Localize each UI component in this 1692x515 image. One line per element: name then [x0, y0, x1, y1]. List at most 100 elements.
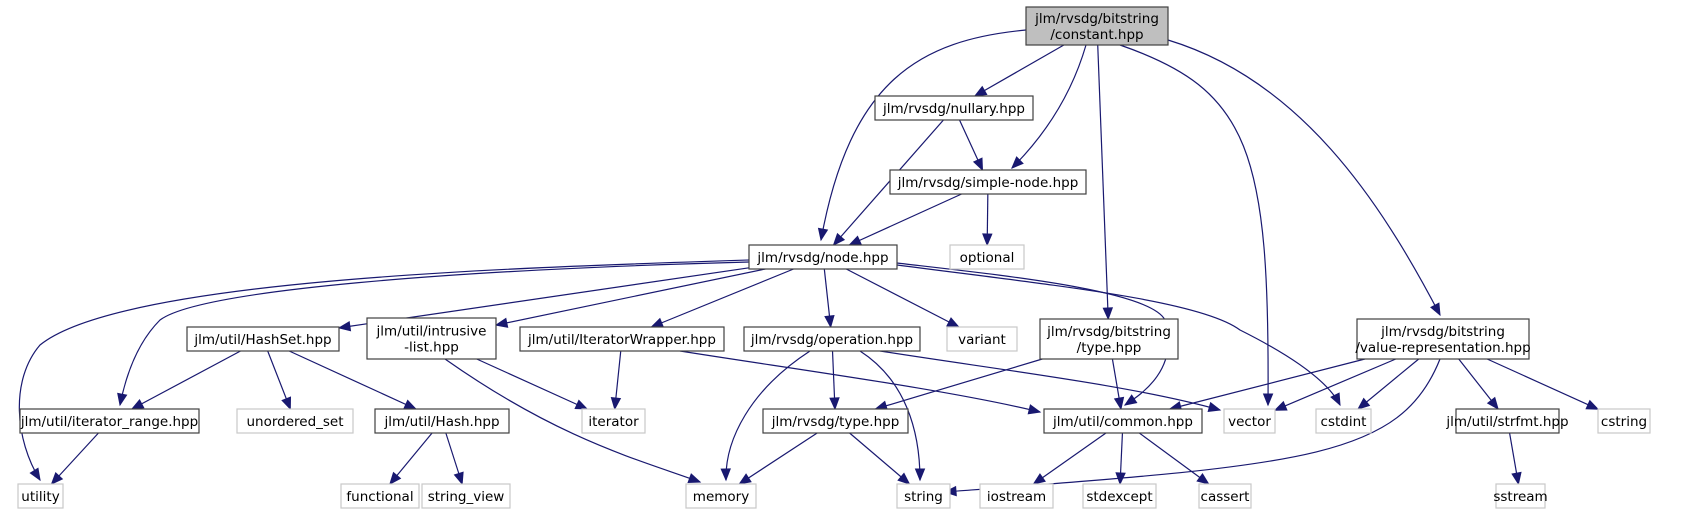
- node-label: jlm/rvsdg/bitstring: [1034, 11, 1159, 27]
- node-box: [1025, 6, 1169, 46]
- node-box: [743, 326, 921, 352]
- arrowhead-icon: [817, 227, 829, 242]
- edge-line: [1011, 44, 1087, 169]
- arrowhead-icon: [1585, 399, 1600, 410]
- edge-common-to-cassert: [1138, 432, 1210, 485]
- node-node[interactable]: jlm/rvsdg/node.hpp: [748, 244, 898, 270]
- node-variant: variant: [946, 326, 1018, 352]
- node-box: [889, 169, 1087, 195]
- edge-line: [1033, 432, 1107, 485]
- node-box: [236, 408, 354, 434]
- node-value-repr[interactable]: jlm/rvsdg/bitstring/value-representation…: [1355, 318, 1531, 360]
- edge-value_repr-to-vector: [1273, 358, 1397, 411]
- node-label: iostream: [987, 489, 1046, 505]
- edge-constant-to-nullary: [973, 44, 1065, 97]
- node-label: unordered_set: [246, 414, 343, 430]
- node-rvsdg-type[interactable]: jlm/rvsdg/type.hpp: [762, 408, 909, 434]
- edge-line: [833, 119, 944, 246]
- nodes-layer: jlm/rvsdg/bitstring/constant.hppjlm/rvsd…: [17, 6, 1651, 509]
- edge-line: [679, 350, 1041, 413]
- node-box: [1223, 408, 1276, 434]
- arrowhead-icon: [50, 471, 64, 485]
- edge-line: [896, 264, 1341, 406]
- edge-line: [1486, 358, 1599, 410]
- node-strfmt[interactable]: jlm/util/strfmt.hpp: [1445, 408, 1569, 434]
- edge-constant-to-value_repr: [1167, 39, 1441, 317]
- edge-constant-to-simple_node: [1011, 44, 1087, 169]
- node-box: [1198, 483, 1252, 509]
- edge-rvsdg_type-to-string: [849, 432, 911, 485]
- node-label: jlm/rvsdg/type.hpp: [771, 414, 900, 430]
- node-memory: memory: [685, 483, 757, 509]
- edge-iterator_wrapper-to-common: [679, 350, 1042, 415]
- node-label: cstring: [1601, 414, 1647, 430]
- node-iostream: iostream: [979, 483, 1054, 509]
- edge-constant-to-bit_type: [1097, 44, 1114, 321]
- arrowhead-icon: [832, 232, 846, 246]
- node-label: jlm/util/HashSet.hpp: [193, 332, 331, 348]
- edge-bit_type-to-common: [1111, 358, 1125, 411]
- edge-line: [1138, 432, 1210, 485]
- node-intrusive-list[interactable]: jlm/util/intrusive-list.hpp: [366, 317, 497, 360]
- node-hash[interactable]: jlm/util/Hash.hpp: [374, 408, 510, 434]
- node-iterator-wrapper[interactable]: jlm/util/IteratorWrapper.hpp: [519, 326, 725, 352]
- edge-nullary-to-simple_node: [958, 119, 984, 172]
- node-label: cassert: [1201, 489, 1250, 505]
- edge-line: [131, 350, 241, 410]
- edge-value_repr-to-cstdint: [1357, 358, 1420, 410]
- arrowhead-icon: [1273, 400, 1288, 411]
- edge-line: [879, 350, 1221, 411]
- edge-strfmt-to-sstream: [1508, 432, 1522, 486]
- node-iterator-range[interactable]: jlm/util/iterator_range.hpp: [19, 408, 200, 434]
- node-sstream: sstream: [1493, 483, 1548, 509]
- node-vector: vector: [1223, 408, 1276, 434]
- node-label: string_view: [428, 489, 505, 505]
- node-simple-node[interactable]: jlm/rvsdg/simple-node.hpp: [889, 169, 1087, 195]
- edge-hash-to-string_view: [445, 432, 464, 486]
- node-box: [1043, 408, 1203, 434]
- arrowhead-icon: [130, 398, 145, 410]
- node-functional: functional: [340, 483, 420, 509]
- edge-constant-to-node: [817, 29, 1027, 242]
- node-label: variant: [958, 332, 1006, 348]
- edge-hashset-to-iterator_range: [130, 350, 241, 410]
- arrowhead-icon: [1011, 156, 1024, 169]
- node-nullary[interactable]: jlm/rvsdg/nullary.hpp: [874, 95, 1034, 121]
- node-box: [1597, 408, 1651, 434]
- node-common[interactable]: jlm/util/common.hpp: [1043, 408, 1203, 434]
- arrowhead-icon: [1511, 471, 1522, 486]
- edge-line: [974, 44, 1065, 97]
- edge-value_repr-to-cstring: [1486, 358, 1600, 410]
- node-box: [186, 326, 340, 352]
- edge-line: [119, 261, 750, 406]
- arrowhead-icon: [117, 392, 128, 407]
- node-label: stdexcept: [1086, 489, 1152, 505]
- arrowhead-icon: [1113, 396, 1125, 411]
- edge-node-to-utility: [18, 259, 750, 482]
- node-box: [1082, 483, 1157, 509]
- node-box: [19, 408, 200, 434]
- node-bit-type[interactable]: jlm/rvsdg/bitstring/type.hpp: [1039, 318, 1179, 360]
- edge-line: [725, 350, 811, 481]
- node-label: jlm/util/iterator_range.hpp: [20, 414, 198, 430]
- arrowhead-icon: [897, 472, 911, 485]
- node-box: [581, 408, 646, 434]
- edges-layer: [18, 29, 1600, 497]
- edge-simple_node-to-optional: [982, 193, 993, 247]
- arrowhead-icon: [1196, 472, 1210, 485]
- edge-line: [476, 358, 588, 410]
- node-box: [340, 483, 420, 509]
- edge-line: [849, 193, 962, 246]
- arrowhead-icon: [824, 314, 835, 329]
- edge-node-to-operation: [823, 268, 835, 329]
- node-label: iterator: [588, 414, 639, 430]
- node-label: jlm/rvsdg/bitstring: [1380, 324, 1505, 340]
- node-label: jlm/util/intrusive: [376, 324, 487, 340]
- edge-line: [1169, 358, 1366, 410]
- node-operation[interactable]: jlm/rvsdg/operation.hpp: [743, 326, 921, 352]
- node-hashset[interactable]: jlm/util/HashSet.hpp: [186, 326, 340, 352]
- edge-intrusive_list-to-memory: [444, 358, 702, 483]
- node-label: sstream: [1493, 489, 1547, 505]
- node-label: /type.hpp: [1077, 340, 1142, 356]
